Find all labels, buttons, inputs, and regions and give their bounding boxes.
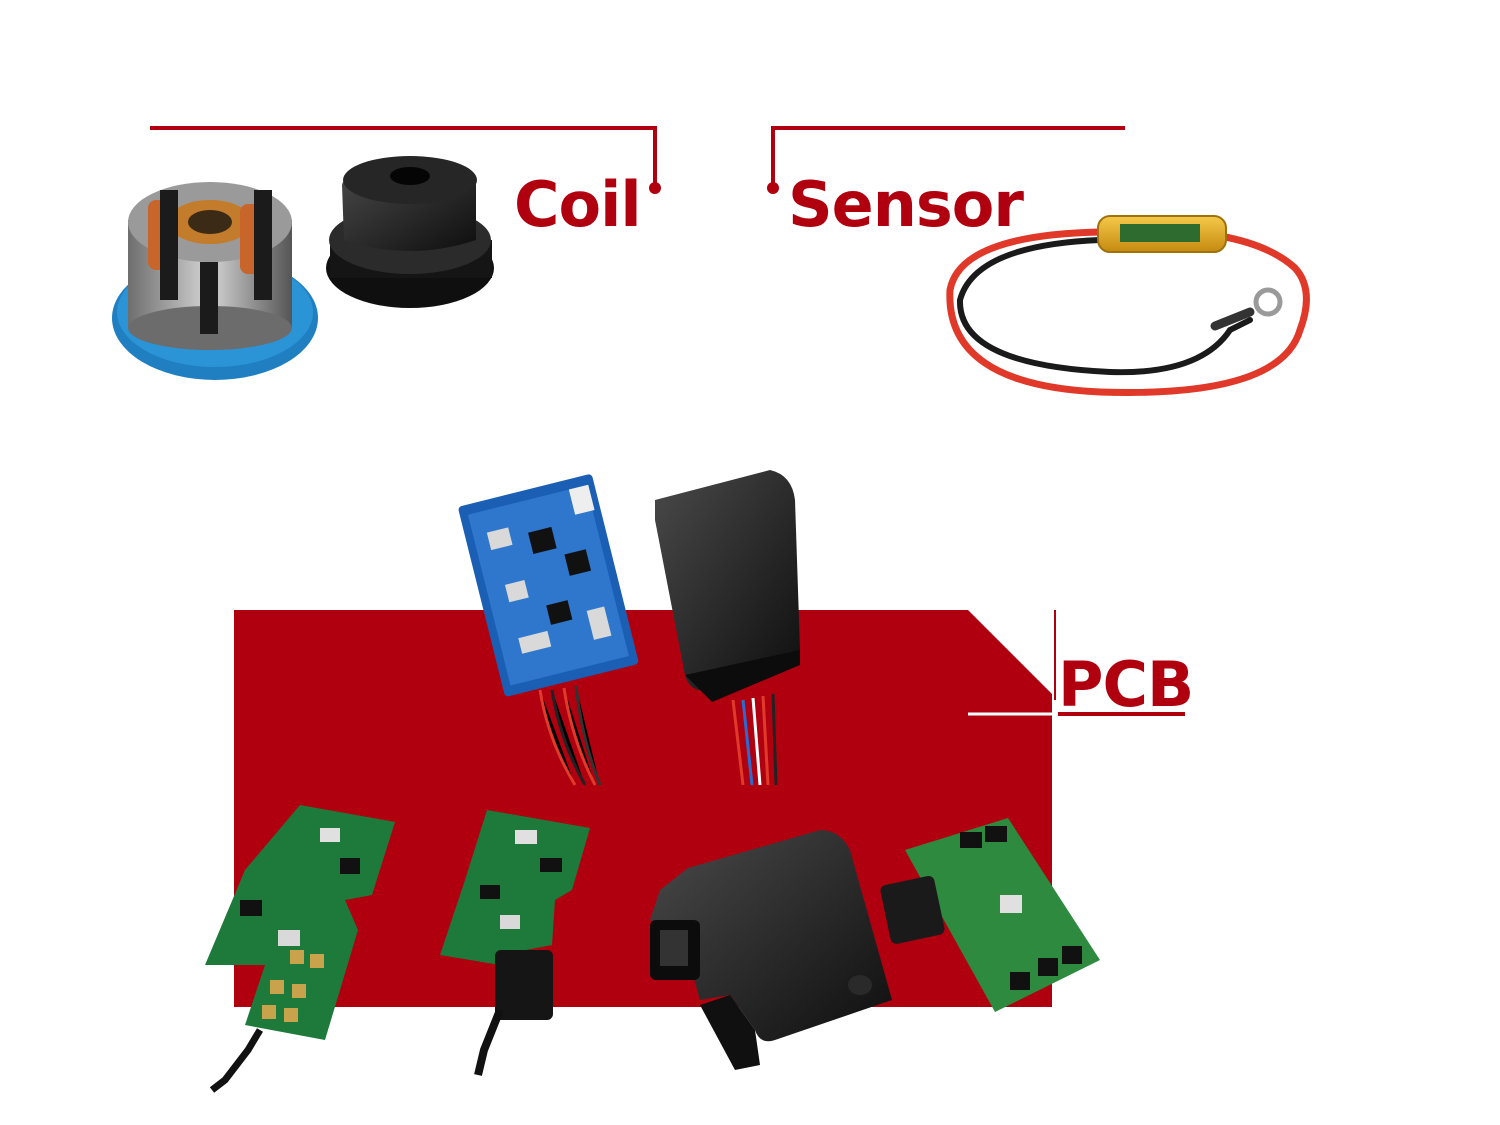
green-pcb-icon: [205, 805, 395, 1093]
connector-pcb-icon: [880, 818, 1100, 1012]
sensor-bracket-line: [767, 126, 1125, 194]
coil-label: Coil: [514, 168, 642, 241]
potted-module-icon: [655, 470, 800, 786]
rubber-cap-icon: [326, 156, 494, 308]
coil-bracket-line: [150, 126, 661, 194]
coil-assembly-icon: [112, 182, 318, 380]
black-housing-icon: [650, 830, 892, 1070]
green-pcb-icon: [440, 810, 590, 1076]
pcb-label: PCB: [1058, 648, 1194, 721]
pcb-backdrop-panel: [234, 610, 1052, 1007]
pcb-crosshair: [968, 610, 1185, 716]
wired-sensor-icon: [946, 215, 1310, 396]
sensor-label: Sensor: [788, 168, 1024, 241]
blue-pcb-icon: [458, 474, 639, 786]
